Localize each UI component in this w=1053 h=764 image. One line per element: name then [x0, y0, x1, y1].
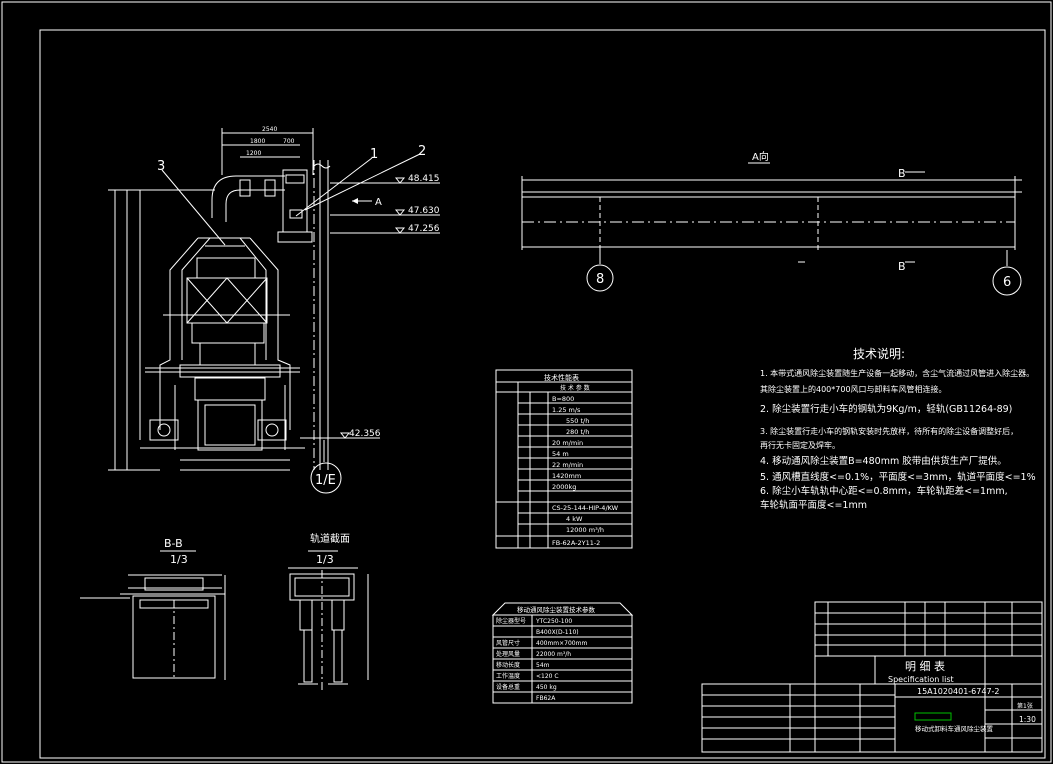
axis-circle-1e [310, 462, 342, 494]
spec-row-6-key: 设备总重 [496, 683, 520, 691]
spec-row-0-val: YTC250-100 [535, 618, 572, 625]
drawing-number: 15A1020401-6747-2 [917, 687, 1000, 696]
param-row-9: CS-25-144-HIP-4/KW [552, 504, 619, 512]
param-row-7: 1420mm [552, 472, 581, 480]
sheet-number: 第1张 [1017, 702, 1033, 710]
title-block: 明 细 表 Specification list 15A1020401-6747… [701, 601, 1043, 753]
spec-row-2-val: 400mm×700mm [536, 640, 587, 647]
tech-note-6: 6. 除尘小车轨轨中心距<=0.8mm，车轮轨距差<=1mm, [760, 485, 1008, 497]
dim-top-1: 1800 [250, 138, 265, 145]
a-view-title: A向 [752, 150, 769, 163]
dim-top-2: 700 [283, 138, 295, 145]
callout-2: 2 [418, 144, 426, 159]
spec-row-2-key: 风管尺寸 [496, 639, 520, 647]
spec-row-3-key: 处理风量 [496, 650, 520, 658]
a-direction-view: A向 B B 8 6 [521, 150, 1022, 296]
param-table-title: 技术性能表 [544, 373, 579, 382]
b-marker-bottom: B [898, 260, 906, 273]
parts-list-title: 明 细 表 [905, 659, 945, 673]
param-row-12: FB-62A-2Y11-2 [552, 539, 600, 547]
tech-note-2: 2. 除尘装置行走小车的钢轨为9Kg/m，轻轨(GB11264-89) [760, 403, 1012, 415]
param-row-8: 2000kg [552, 483, 576, 491]
spec-row-4-key: 移动长度 [496, 661, 520, 669]
param-row-6: 22 m/min [552, 461, 583, 469]
spec-row-6-val: 450 kg [536, 684, 557, 691]
drawing-name: 移动式卸料车通风除尘装置 [915, 724, 994, 733]
dim-top-3: 1200 [246, 150, 261, 157]
tech-note-1: 1. 本带式通风除尘装置随生产设备一起移动，含尘气流通过风管进入除尘器。 [760, 368, 1034, 378]
rail-section-scale: 1/3 [316, 553, 334, 566]
spec-row-1-val: B400X(D-110) [536, 629, 579, 636]
param-row-2: 550 t/h [566, 417, 589, 425]
spec-row-3-val: 22000 m³/h [536, 651, 571, 658]
axis-circle-6 [992, 266, 1022, 296]
spec-row-7-val: FB62A [536, 695, 556, 702]
callout-1: 1 [370, 147, 378, 162]
b-section-title: B-B [164, 537, 183, 550]
spec-row-5-val: <120 C [536, 673, 559, 680]
dim-top-0: 2540 [262, 126, 277, 133]
rail-section-view: 轨道截面 1/3 [288, 532, 369, 690]
tech-note-6b: 车轮轨面平面度<=1mm [760, 499, 867, 511]
axis-label-6: 6 [1003, 275, 1011, 290]
param-row-5: 54 m [552, 450, 569, 458]
param-row-10: 4 kW [566, 515, 583, 523]
param-table: 技术性能表 技 术 参 数 B=800 1.25 m/s 550 t/h 280… [495, 369, 633, 549]
axis-label-8: 8 [596, 272, 604, 287]
tech-note-3b: 再行无卡固定及焊牢。 [760, 440, 840, 450]
green-highlight-box [914, 712, 952, 721]
tech-notes-title: 技术说明: [853, 346, 905, 361]
spec-row-4-val: 54m [536, 662, 550, 669]
parts-list-subtitle: Specification list [888, 675, 954, 684]
tech-note-5: 5. 通风槽直线度<=0.1%，平面度<=3mm，轨道平面度<=1% [760, 471, 1036, 483]
param-row-0: B=800 [552, 395, 574, 403]
axis-circle-8 [586, 264, 614, 292]
b-section-scale: 1/3 [170, 553, 188, 566]
callout-3: 3 [157, 159, 165, 174]
spec-row-0-key: 除尘器型号 [496, 617, 526, 625]
tech-note-3: 3. 除尘装置行走小车的钢轨安装时先放样，待所有的除尘设备调整好后， [760, 426, 1018, 436]
param-row-1: 1.25 m/s [552, 406, 581, 414]
param-row-4: 20 m/min [552, 439, 583, 447]
inner-frame [39, 29, 1046, 759]
elevation-0: 48.415 [408, 174, 440, 184]
param-row-3: 280 t/h [566, 428, 589, 436]
elevation-2: 47.256 [408, 224, 440, 234]
spec-table-title: 移动通风除尘装置技术参数 [517, 605, 596, 614]
tech-note-4: 4. 移动通风除尘装置B=480mm 胶带由供货生产厂提供。 [760, 455, 1007, 467]
param-row-11: 12000 m³/h [566, 526, 604, 534]
b-section-view: B-B 1/3 [80, 537, 226, 680]
drawing-scale: 1:30 [1019, 715, 1036, 724]
elevation-3: 42.356 [349, 429, 381, 439]
tech-note-1b: 其除尘装置上的400*700风口与卸料车风管相连接。 [760, 384, 947, 394]
param-table-rows: B=800 1.25 m/s 550 t/h 280 t/h 20 m/min … [496, 395, 632, 547]
spec-row-5-key: 工作温度 [496, 672, 520, 680]
main-elevation-view: 2540 1800 700 1200 [108, 126, 440, 494]
direction-a-label: A [375, 197, 382, 208]
param-table-header: 技 术 参 数 [560, 384, 590, 392]
b-marker-top: B [898, 167, 906, 180]
technical-notes: 技术说明: 1. 本带式通风除尘装置随生产设备一起移动，含尘气流通过风管进入除尘… [760, 346, 1036, 511]
elevation-marks: 48.415 47.630 47.256 42.356 [300, 174, 440, 439]
axis-label-1e: 1/E [315, 473, 336, 488]
rail-section-title: 轨道截面 [310, 532, 350, 545]
elevation-1: 47.630 [408, 206, 440, 216]
spec-table: 移动通风除尘装置技术参数 除尘器型号 YTC250-100 B400X(D-11… [491, 602, 634, 704]
